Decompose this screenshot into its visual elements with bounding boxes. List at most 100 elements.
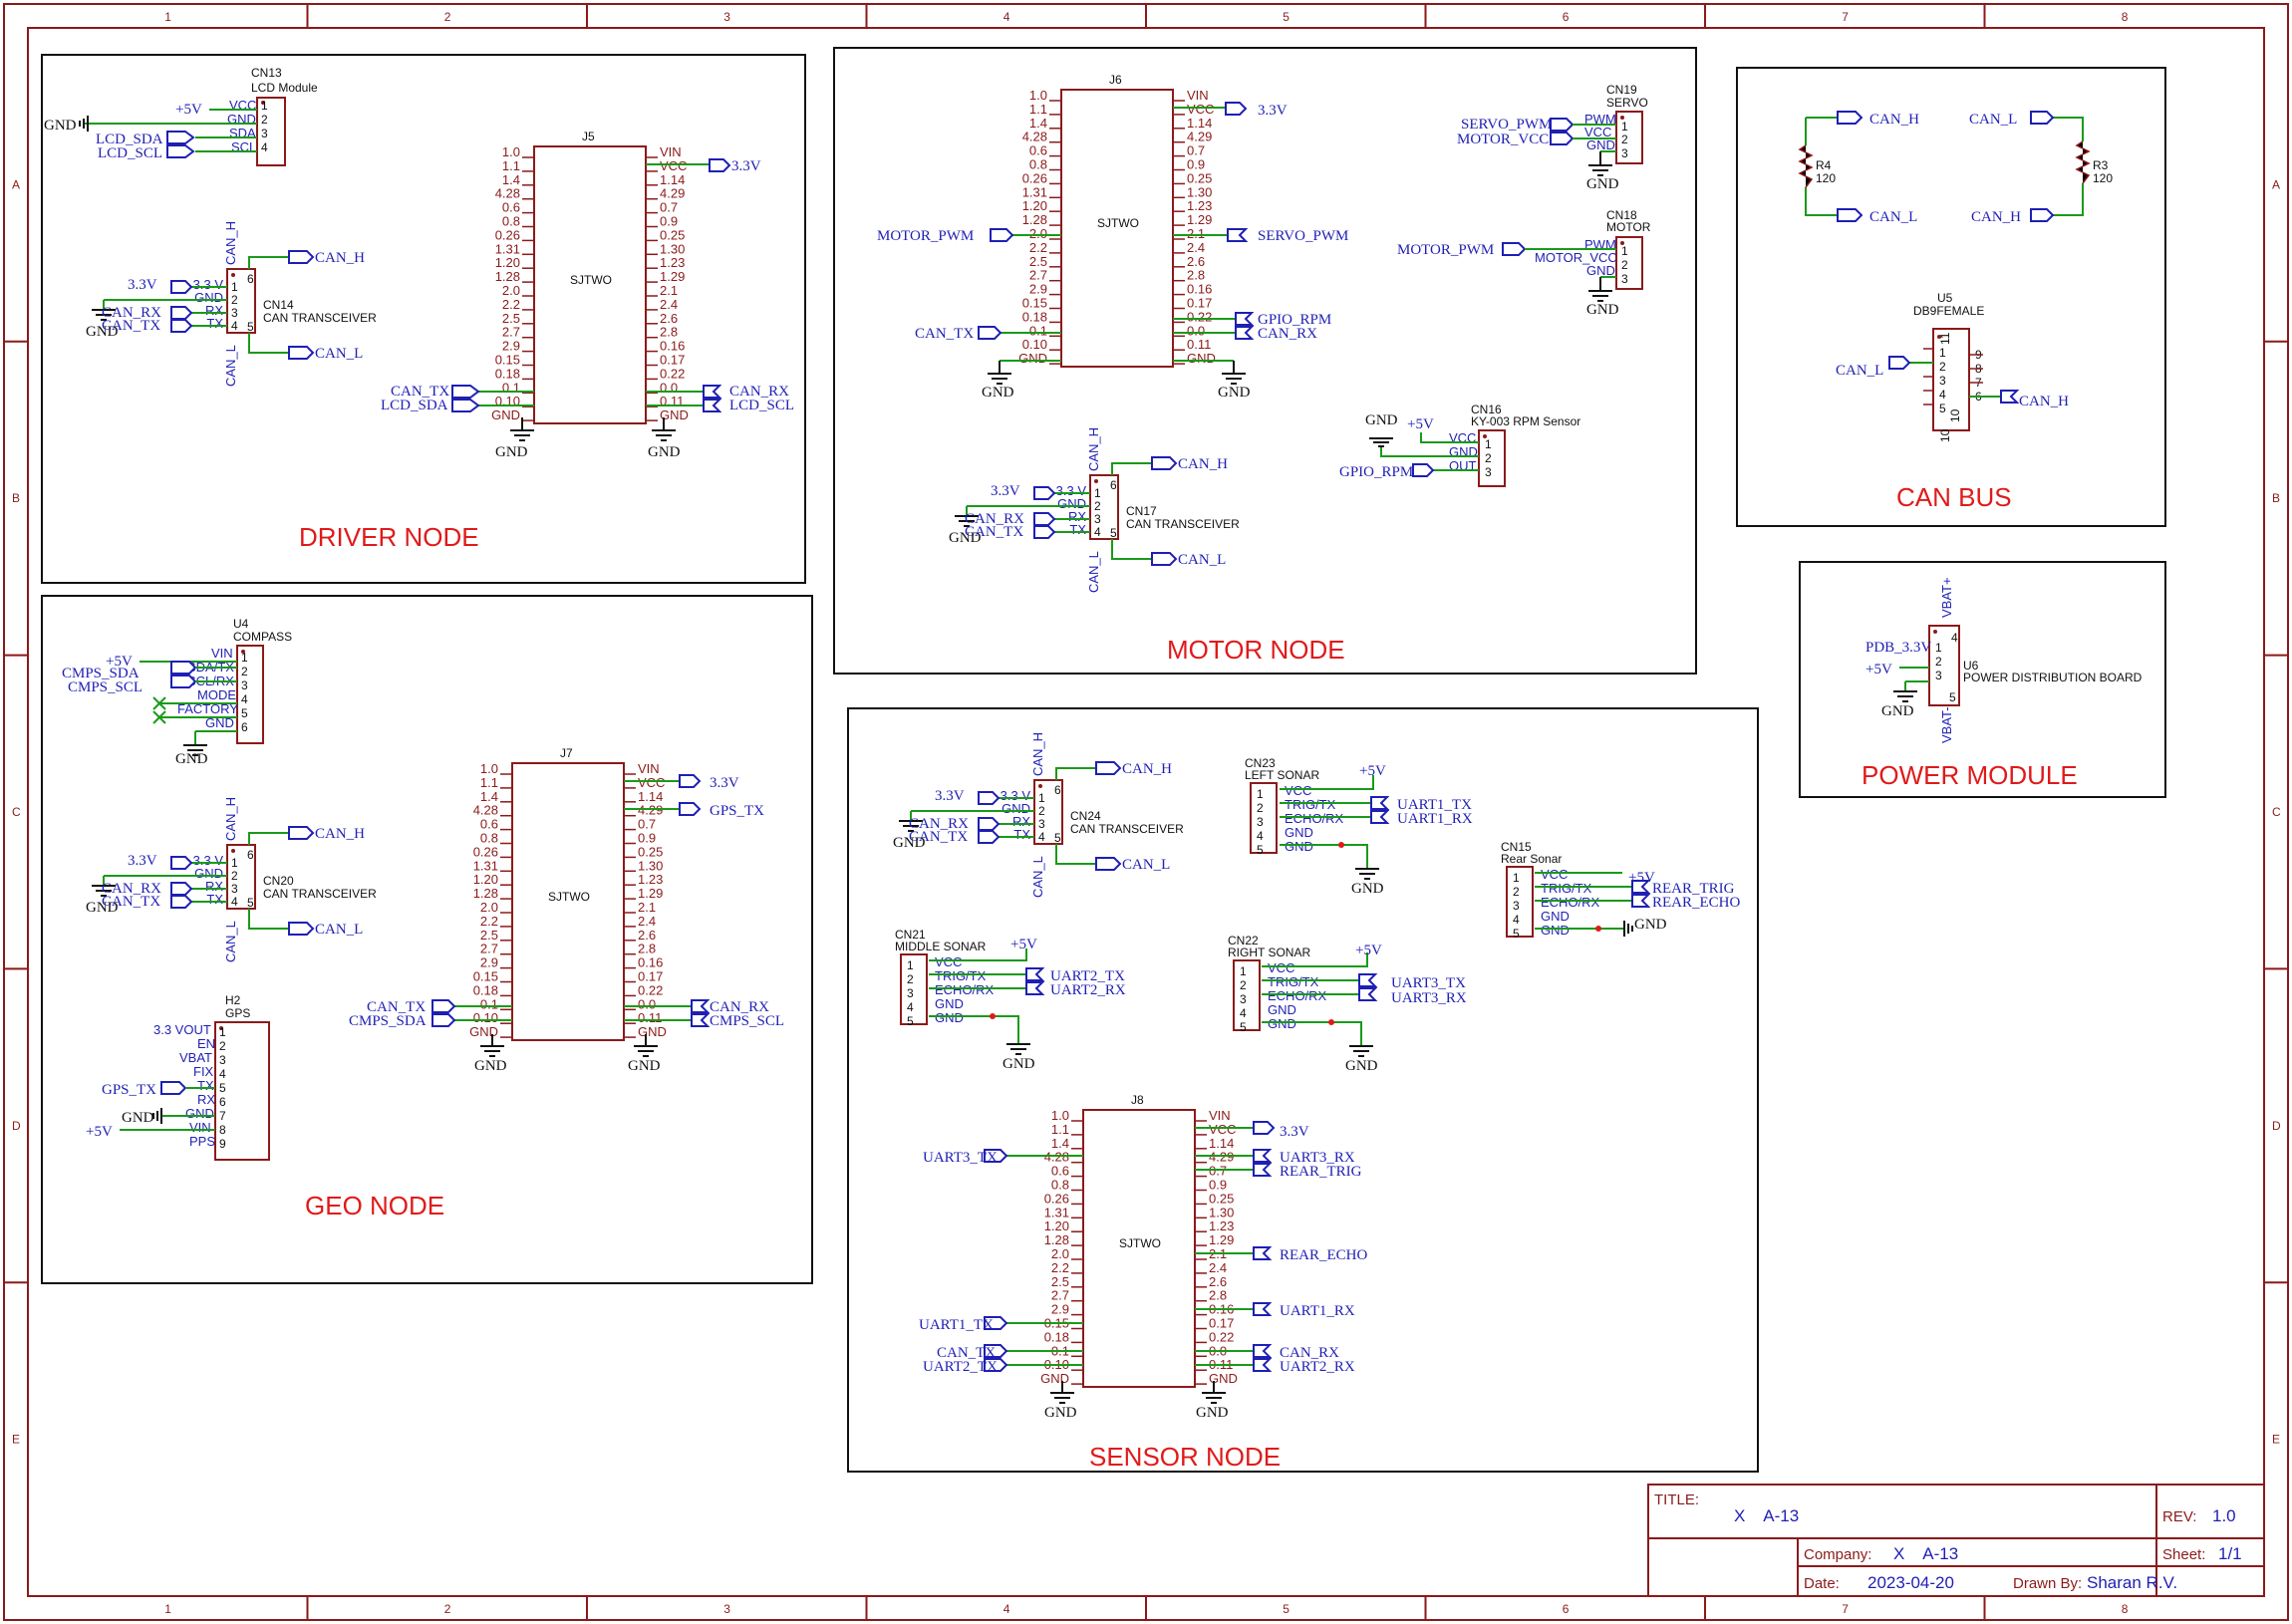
net-flag	[978, 830, 1001, 844]
ruler-col-label: 7	[1842, 10, 1849, 24]
pin-number: 5	[1054, 831, 1061, 845]
can-bus-network: R4 120 CAN_H CAN_L R3 120 CAN_L CAN_H U5…	[1798, 111, 2113, 442]
pin-label: GND	[660, 407, 689, 422]
board-name: SJTWO	[1119, 1236, 1161, 1250]
pin-label: 0.10	[1022, 337, 1047, 352]
pin-number: 5	[247, 896, 254, 910]
sjtwo-j8: J8SJTWO1.01.11.44.280.60.80.261.311.201.…	[1040, 1093, 1238, 1388]
svg-text:1: 1	[1621, 244, 1628, 258]
pin-number: 5	[1257, 843, 1264, 857]
pin-label: 0.0	[1187, 323, 1205, 338]
svg-text:+5V: +5V	[1355, 943, 1382, 958]
svg-text:DB9FEMALE: DB9FEMALE	[1913, 304, 1984, 318]
sjtwo-j6: J6SJTWO1.01.11.44.280.60.80.261.311.201.…	[1018, 73, 1216, 368]
net-label: CAN_TX	[909, 829, 968, 845]
pin-label: TRIG/TX	[1268, 974, 1319, 989]
svg-text:CAN_L: CAN_L	[1836, 363, 1883, 379]
pin-label: 4.29	[1187, 130, 1212, 144]
pin-label: TX	[1013, 827, 1030, 842]
pin-label: GND	[1040, 1371, 1069, 1386]
pin-label: 0.1	[480, 996, 498, 1011]
net-label: GND	[949, 530, 982, 546]
pin-label: 2.4	[638, 914, 656, 929]
pin-wire	[966, 492, 1090, 533]
svg-text:TITLE:: TITLE:	[1654, 1491, 1699, 1508]
pin-label: CAN_L	[1030, 856, 1045, 898]
pin-label: CAN_L	[223, 921, 238, 962]
pin-label: 2.8	[1187, 268, 1205, 283]
motor-node-title: MOTOR NODE	[1167, 635, 1345, 665]
svg-text:GND: GND	[474, 1058, 507, 1074]
pin-label: 1.31	[495, 241, 520, 256]
svg-text:GND: GND	[1586, 263, 1615, 278]
svg-text:GND: GND	[1634, 917, 1667, 933]
svg-text:VIN: VIN	[211, 646, 233, 661]
pin-label: 2.0	[1051, 1246, 1069, 1261]
svg-text:R4: R4	[1816, 158, 1832, 172]
pin-label: 4.28	[1044, 1150, 1069, 1165]
svg-text:3: 3	[1485, 465, 1492, 479]
pin-number: 5	[1110, 526, 1117, 540]
pin-label: 0.25	[1187, 170, 1212, 185]
pin-label: 1.20	[473, 872, 498, 887]
svg-text:4: 4	[241, 692, 248, 706]
pin-label: GND	[1268, 1002, 1296, 1017]
svg-text:+5V: +5V	[1865, 662, 1892, 677]
pin-label: 2.6	[660, 311, 678, 326]
transceiver-ref: CN24	[1070, 809, 1101, 823]
pin-label: 2.9	[502, 339, 520, 354]
pin-label: GND	[1209, 1371, 1238, 1386]
svg-text:MOTOR_PWM: MOTOR_PWM	[877, 228, 974, 244]
j6-nets: 3.3V MOTOR_PWM SERVO_PWM GPIO_RPM CAN_RX…	[877, 102, 1348, 401]
net-flag	[978, 791, 1001, 805]
svg-text:REAR_ECHO: REAR_ECHO	[1280, 1247, 1368, 1263]
net-label: 3.3V	[128, 853, 157, 869]
svg-text:GPS_TX: GPS_TX	[710, 803, 764, 819]
net-label: CAN_H	[315, 250, 365, 266]
j7-nets: 3.3V GPS_TX CAN_TX CMPS_SDA CAN_RX CMPS_…	[349, 774, 784, 1074]
net-label: CAN_H	[1122, 761, 1172, 777]
pin-label: 1.20	[495, 255, 520, 270]
ruler-col-label: 1	[164, 1602, 171, 1616]
pin-label: 0.18	[1044, 1329, 1069, 1344]
pin-label: 0.10	[473, 1010, 498, 1025]
pin-label: 0.22	[1187, 309, 1212, 324]
net-label: CAN_RX	[965, 511, 1024, 527]
pin-label: 0.16	[1187, 282, 1212, 297]
pin-label: TX	[1069, 522, 1086, 537]
svg-text:3.3V: 3.3V	[1280, 1124, 1309, 1140]
pin-number: 1	[231, 856, 238, 870]
net-label: CAN_H	[315, 826, 365, 842]
svg-text:UART2_TX: UART2_TX	[1050, 968, 1125, 984]
transceiver-ref: CN20	[263, 874, 294, 888]
svg-text:Sheet:: Sheet:	[2162, 1546, 2205, 1563]
pin-label: 2.6	[1209, 1274, 1227, 1289]
transceiver-body	[226, 268, 256, 334]
pin-label: ECHO/RX	[935, 982, 995, 997]
svg-text:VBAT: VBAT	[179, 1050, 212, 1065]
pin-label: 1.31	[473, 858, 498, 873]
pin-number: 6	[247, 272, 254, 286]
ruler-col-label: 5	[1283, 1602, 1289, 1616]
ground-symbol	[92, 885, 116, 897]
ground-symbol	[92, 309, 116, 321]
pin-label: 0.9	[638, 831, 656, 846]
svg-text:EN: EN	[197, 1036, 215, 1051]
pin-label: GND	[1057, 496, 1086, 511]
svg-text:4: 4	[1939, 388, 1946, 402]
sonar-name: LEFT SONAR	[1245, 768, 1319, 782]
pin-label: 0.0	[660, 380, 678, 395]
ruler-row-label: E	[2272, 1433, 2280, 1447]
svg-text:CN13: CN13	[251, 66, 282, 80]
svg-text:3: 3	[1935, 669, 1942, 682]
svg-text:2: 2	[241, 665, 248, 678]
net-label: CAN_L	[315, 922, 363, 938]
svg-text:CAN_H: CAN_H	[1869, 112, 1919, 128]
pin-label: GND	[935, 996, 964, 1011]
net-label: CAN_TX	[102, 894, 160, 910]
pin-label: 1.28	[495, 269, 520, 284]
